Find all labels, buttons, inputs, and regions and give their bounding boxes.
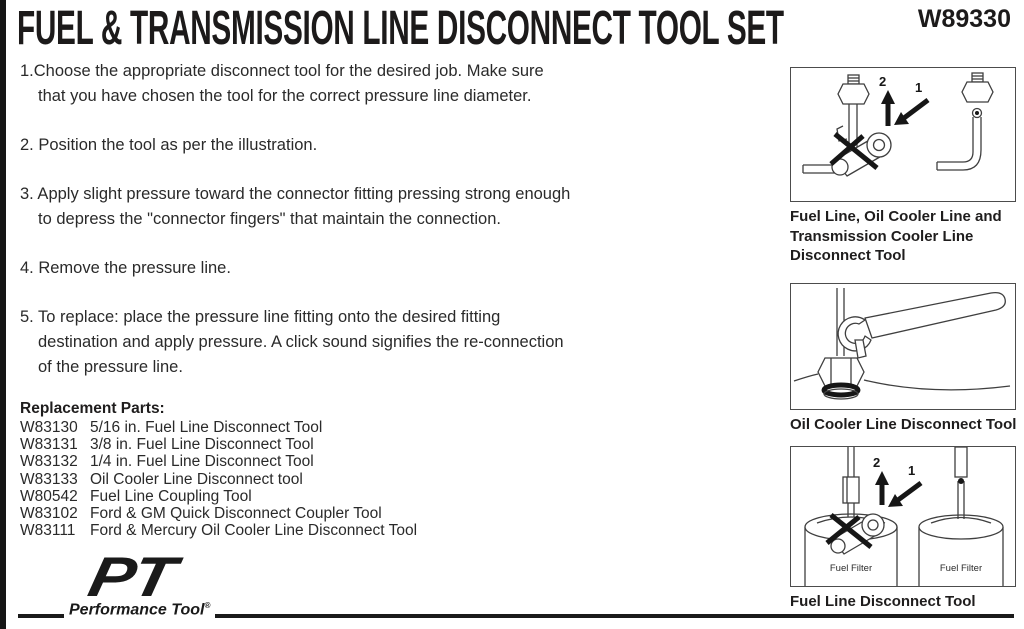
part-row: W83132 1/4 in. Fuel Line Disconnect Tool	[20, 453, 417, 470]
page-edge-bar	[0, 0, 6, 629]
model-number: W89330	[917, 5, 1011, 33]
fuel-filter-illustration: Fuel Filter 2 1	[804, 447, 1004, 586]
caption-line: Oil Cooler Line Disconnect Tool	[790, 416, 1017, 433]
brand-name-text: Performance Tool	[69, 601, 205, 619]
instruction-line: destination and apply pressure. A click …	[38, 333, 564, 351]
page-title: FUEL & TRANSMISSION LINE DISCONNECT TOOL…	[17, 2, 784, 55]
instruction-line: that you have chosen the tool for the co…	[38, 87, 532, 105]
figure-caption: Fuel Line, Oil Cooler Line and Transmiss…	[790, 207, 1016, 266]
part-code: W83111	[20, 522, 76, 540]
instruction-step-4: 4. Remove the pressure line.	[20, 256, 720, 281]
instruction-line: 5. To replace: place the pressure line f…	[20, 308, 501, 326]
instruction-line: 4. Remove the pressure line.	[20, 259, 231, 277]
brand-name: Performance Tool®	[64, 601, 216, 620]
instruction-line: to depress the "connector fingers" that …	[38, 210, 501, 228]
fuel-filter-label-left: Fuel Filter	[830, 563, 872, 574]
step-label-1: 1	[915, 80, 922, 95]
part-row: W83131 3/8 in. Fuel Line Disconnect Tool	[20, 436, 417, 453]
part-code: W80542	[20, 487, 78, 505]
figure-frame: Fuel Filter 2 1	[790, 446, 1016, 587]
instruction-step-3: 3. Apply slight pressure toward the conn…	[20, 182, 720, 232]
instruction-line: of the pressure line.	[38, 358, 183, 376]
instruction-line: 3. Apply slight pressure toward the conn…	[20, 185, 571, 203]
part-code: W83131	[20, 436, 78, 454]
figure-disconnect-tool: 2 1 Fuel Line, Oil Cooler Line and Tr	[790, 67, 1016, 266]
instruction-step-1: 1.Choose the appropriate disconnect tool…	[20, 59, 720, 109]
instruction-line: 1.Choose the appropriate disconnect tool…	[20, 62, 544, 80]
part-code: W83130	[20, 419, 78, 436]
caption-line: Disconnect Tool	[790, 247, 906, 264]
oil-cooler-illustration	[793, 288, 1011, 400]
replacement-parts-heading: Replacement Parts:	[20, 400, 165, 417]
part-description: Ford & GM Quick Disconnect Coupler Tool	[90, 505, 382, 523]
instruction-list: 1.Choose the appropriate disconnect tool…	[20, 59, 720, 404]
figure-caption: Fuel Line Disconnect Tool	[790, 592, 1016, 612]
part-code: W83133	[20, 470, 78, 488]
pt-logo: PT	[83, 545, 180, 608]
part-description: Oil Cooler Line Disconnect tool	[90, 470, 303, 488]
part-description: 1/4 in. Fuel Line Disconnect Tool	[90, 453, 314, 471]
figure-frame: 2 1	[790, 67, 1016, 202]
part-row: W83130 5/16 in. Fuel Line Disconnect Too…	[20, 419, 417, 436]
step-label-1: 1	[908, 463, 915, 478]
instruction-step-2: 2. Position the tool as per the illustra…	[20, 133, 720, 158]
figure-frame	[790, 283, 1016, 410]
instruction-line: 2. Position the tool as per the illustra…	[20, 136, 318, 154]
instruction-step-5: 5. To replace: place the pressure line f…	[20, 305, 720, 380]
part-description: Fuel Line Coupling Tool	[90, 487, 252, 505]
part-description: 5/16 in. Fuel Line Disconnect Tool	[90, 419, 323, 436]
step-label-2: 2	[879, 74, 886, 89]
part-row: W80542 Fuel Line Coupling Tool	[20, 488, 417, 505]
figure-oil-cooler-tool: Oil Cooler Line Disconnect Tool	[790, 283, 1016, 435]
replacement-parts-section: Replacement Parts: W83130 5/16 in. Fuel …	[20, 399, 417, 539]
registered-mark: ®	[204, 601, 211, 610]
part-code: W83132	[20, 453, 78, 471]
caption-line: Fuel Line, Oil Cooler Line and	[790, 208, 1002, 225]
fuel-filter-label-right: Fuel Filter	[940, 563, 982, 574]
part-row: W83102 Ford & GM Quick Disconnect Couple…	[20, 505, 417, 522]
line-disconnect-illustration: 2 1	[802, 72, 994, 177]
caption-line: Fuel Line Disconnect Tool	[790, 593, 976, 610]
footer-rule	[18, 614, 1014, 618]
part-description: 3/8 in. Fuel Line Disconnect Tool	[90, 436, 314, 454]
caption-line: Transmission Cooler Line	[790, 227, 974, 245]
figure-caption: Oil Cooler Line Disconnect Tool	[790, 415, 1016, 435]
step-label-2: 2	[873, 455, 880, 470]
part-row: W83133 Oil Cooler Line Disconnect tool	[20, 471, 417, 488]
part-row: W83111 Ford & Mercury Oil Cooler Line Di…	[20, 522, 417, 539]
part-description: Ford & Mercury Oil Cooler Line Disconnec…	[90, 522, 418, 540]
figure-fuel-line-tool: Fuel Filter 2 1	[790, 446, 1016, 612]
part-code: W83102	[20, 505, 78, 523]
